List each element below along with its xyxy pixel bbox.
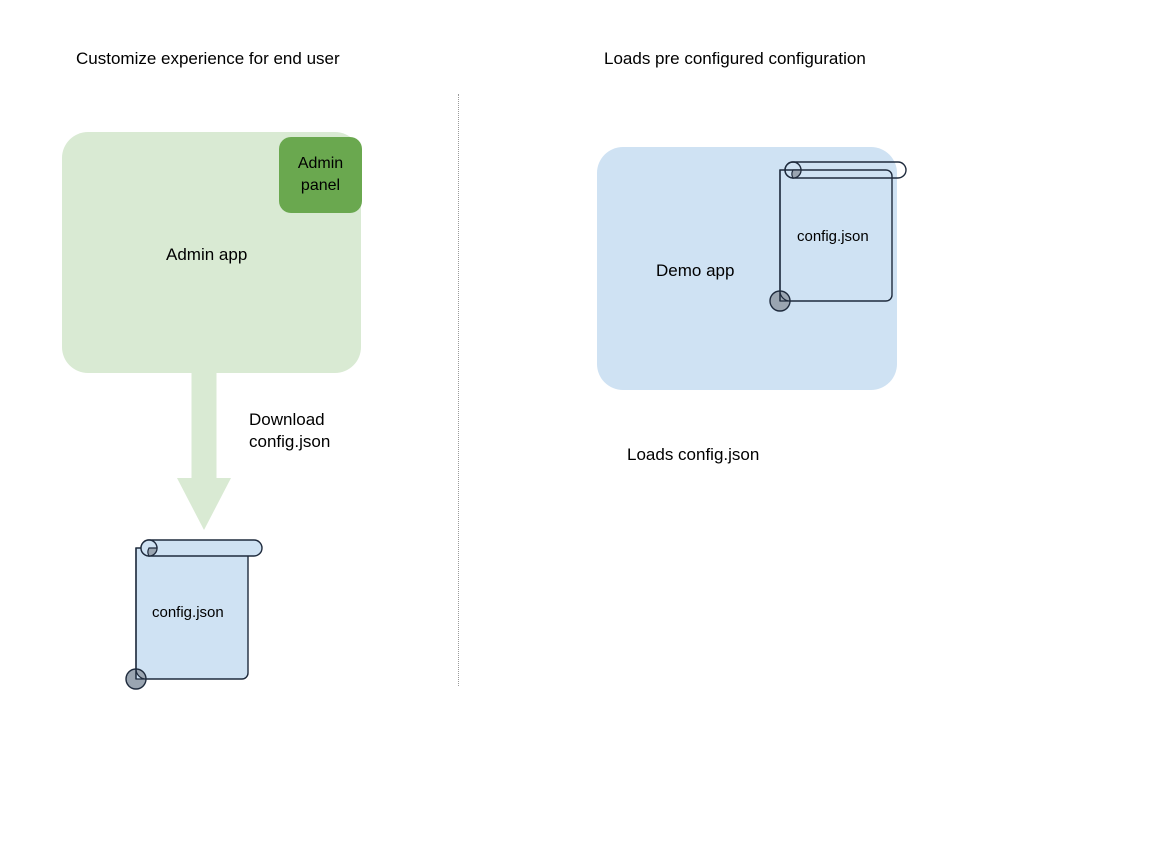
demo-app-label: Demo app <box>656 261 735 280</box>
admin-panel-badge[interactable]: Admin panel <box>279 137 362 213</box>
download-arrow-icon <box>177 370 231 530</box>
download-arrow-label-line-2: config.json <box>249 432 331 451</box>
demo-app-box <box>597 147 897 390</box>
admin-panel-badge-label: Admin panel <box>279 137 362 213</box>
admin-panel-badge-line-2: panel <box>300 177 341 194</box>
admin-panel-badge-line-1: Admin <box>297 155 344 172</box>
loads-config-caption: Loads config.json <box>627 445 760 464</box>
right-column-heading: Loads pre configured configuration <box>604 49 866 68</box>
admin-app-label: Admin app <box>166 245 248 264</box>
config-json-document-left <box>125 539 263 690</box>
left-column-heading: Customize experience for end user <box>76 49 340 68</box>
config-json-label-right: config.json <box>797 228 869 245</box>
download-arrow-label: Download config.json <box>249 409 330 453</box>
config-json-document-right <box>769 161 907 312</box>
download-arrow-label-line-1: Download <box>249 410 325 429</box>
config-json-label-left: config.json <box>152 604 224 621</box>
column-divider <box>458 94 459 686</box>
